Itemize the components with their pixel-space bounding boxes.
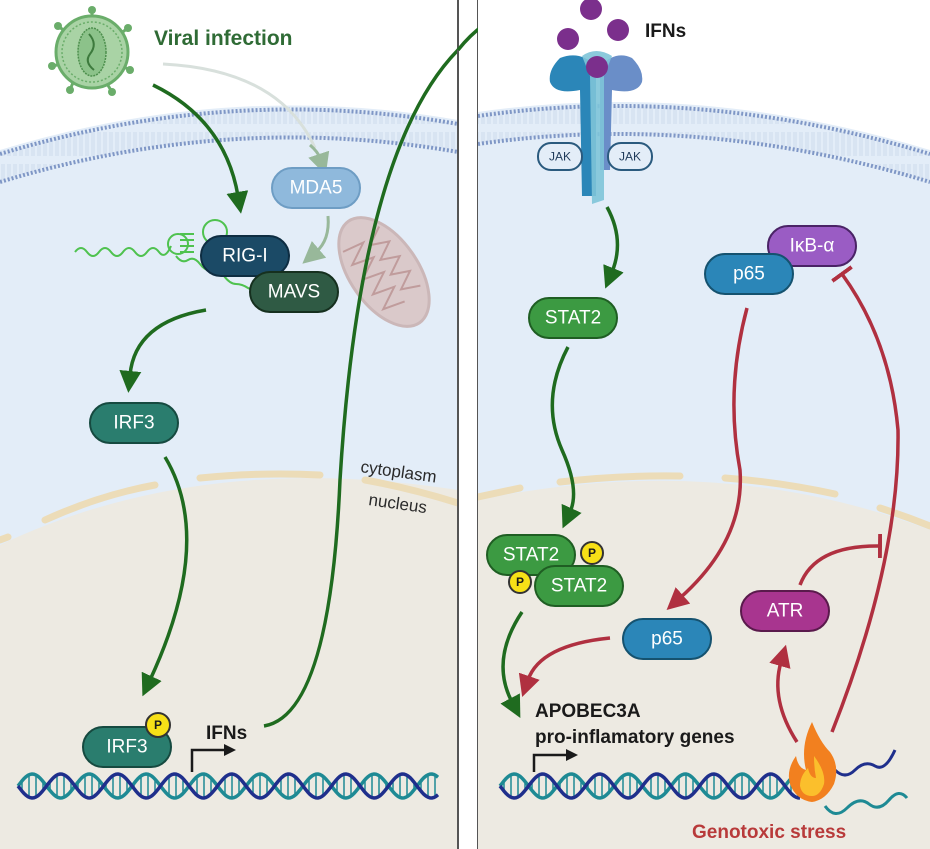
arrow-irf3-to-nucleus [141, 456, 189, 697]
promoter-arrow-icon-right [532, 749, 578, 772]
arrow-ifn-export [263, 48, 458, 728]
arrow-stress-to-atr [769, 644, 799, 743]
flame-icon [788, 722, 837, 802]
dna-strand [498, 772, 801, 800]
mitochondrion-icon [337, 216, 431, 328]
svg-text:MDA5: MDA5 [290, 178, 343, 199]
inhibit-atr [798, 533, 883, 586]
svg-text:IκB-α: IκB-α [790, 236, 835, 257]
jak-kinase-right: JAK [607, 142, 653, 171]
dna-helix-left [16, 772, 440, 800]
p65-nucleus-protein: p65 [622, 618, 712, 660]
ifn-receptor-icon [549, 51, 643, 204]
arrow-stat2-dimer-to-genes [500, 611, 524, 718]
svg-text:JAK: JAK [549, 150, 571, 164]
svg-text:RIG-I: RIG-I [222, 246, 267, 267]
svg-text:IRF3: IRF3 [113, 413, 154, 434]
svg-text:JAK: JAK [619, 150, 641, 164]
irf3-cytoplasm-protein: IRF3 [89, 402, 179, 444]
viral-infection-label: Viral infection [154, 27, 292, 50]
arrow-virus-to-mda5 [162, 62, 317, 149]
stat2-protein: STAT2 [528, 297, 618, 339]
mavs-protein: MAVS [249, 271, 339, 313]
left-panel: Viral infection MDA5 [0, 0, 458, 849]
arrow-stat2-to-nucleus [550, 346, 582, 529]
dna-strand [498, 772, 801, 800]
stat2-dimer: STAT2 STAT2 P P [486, 534, 624, 607]
broken-dna-strand-b [823, 792, 909, 815]
svg-text:p65: p65 [651, 629, 683, 650]
phospho-badge: P [145, 712, 171, 738]
svg-text:P: P [588, 546, 596, 560]
apobec3a-label: APOBEC3A [535, 701, 641, 722]
arrow-mda5-to-mavs [302, 215, 330, 264]
svg-text:STAT2: STAT2 [545, 308, 601, 329]
ifn-ligands-icon [557, 0, 629, 50]
promoter-arrow-icon [190, 744, 236, 772]
mda5-protein: MDA5 [271, 167, 361, 209]
genotoxic-stress-label: Genotoxic stress [692, 822, 846, 843]
virus-icon [48, 6, 134, 96]
svg-text:MAVS: MAVS [268, 282, 320, 303]
svg-text:p65: p65 [733, 264, 765, 285]
pro-inflammatory-genes-label: pro-inflamatory genes [535, 727, 735, 748]
svg-text:P: P [516, 575, 524, 589]
jak-kinase-left: JAK [537, 142, 583, 171]
panel-divider [457, 0, 479, 849]
plasma-membrane [0, 107, 458, 184]
svg-text:STAT2: STAT2 [551, 576, 607, 597]
svg-text:STAT2: STAT2 [503, 545, 559, 566]
right-panel: IFNs JAK JAK STAT2 IκB-α [478, 0, 930, 849]
p65-cytoplasm-protein: p65 [704, 253, 794, 295]
arrow-mavs-to-irf3 [119, 308, 207, 393]
nuclear-envelope [0, 470, 458, 544]
svg-text:ATR: ATR [767, 601, 804, 622]
ikba-protein: IκB-α [767, 225, 857, 267]
dna-strand [16, 772, 440, 800]
dna-strand [16, 772, 440, 800]
arrow-p65-to-nucleus [666, 307, 749, 610]
arrow-virus-to-rigi [152, 83, 249, 214]
arrow-p65-to-genes [518, 636, 611, 698]
svg-text:IRF3: IRF3 [106, 737, 147, 758]
irf3-nucleus-protein: IRF3 [82, 726, 172, 768]
svg-text:P: P [154, 718, 162, 732]
inhibit-stress-to-ikba [830, 265, 900, 733]
arrow-receptor-to-stat2 [603, 206, 624, 289]
rig-i-protein: RIG-I [200, 235, 290, 277]
ifns-ligand-label: IFNs [645, 21, 686, 42]
ifns-gene-label: IFNs [206, 723, 247, 744]
atr-protein: ATR [740, 590, 830, 632]
broken-dna-strand-a [833, 749, 897, 777]
